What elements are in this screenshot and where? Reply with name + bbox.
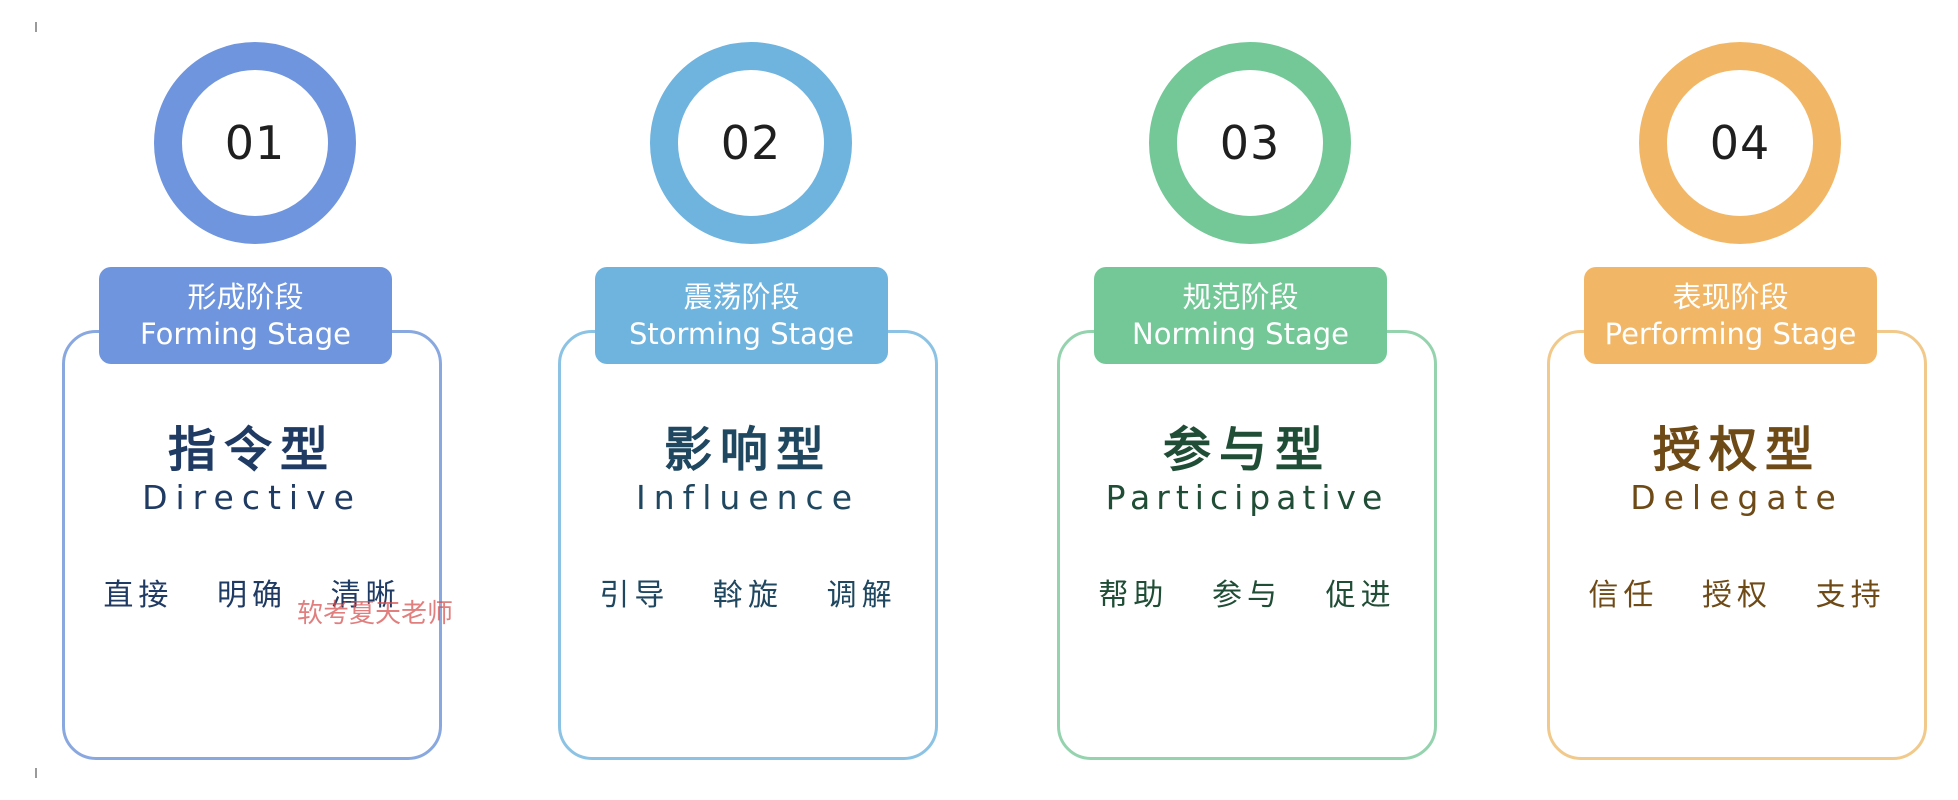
stage-storming: 震荡阶段 Storming Stage 02 影响型 Influence 引导 … xyxy=(558,0,938,800)
leadership-style-zh: 授权型 xyxy=(1652,422,1821,478)
stage-name-zh: 表现阶段 xyxy=(1672,279,1789,314)
keyword: 调解 xyxy=(826,578,897,613)
edge-tick-top xyxy=(35,22,37,32)
stage-name-en: Performing Stage xyxy=(1604,316,1857,351)
stage-keywords: 帮助 参与 促进 xyxy=(1057,570,1437,614)
leadership-style-en: Influence xyxy=(635,478,860,517)
keyword: 直接 xyxy=(103,578,174,613)
stage-keywords: 引导 斡旋 调解 xyxy=(558,570,938,614)
keyword: 引导 xyxy=(599,578,670,613)
keyword: 清晰 xyxy=(330,578,401,613)
stage-name-zh: 震荡阶段 xyxy=(683,279,800,314)
stage-card xyxy=(558,330,938,760)
stage-card xyxy=(62,330,442,760)
stage-label-tab: 表现阶段 Performing Stage xyxy=(1584,267,1877,364)
keyword: 信任 xyxy=(1588,578,1659,613)
keyword: 支持 xyxy=(1815,578,1886,613)
leadership-style-zh: 指令型 xyxy=(167,422,336,478)
stage-label-tab: 震荡阶段 Storming Stage xyxy=(595,267,888,364)
keyword: 授权 xyxy=(1702,578,1772,613)
stage-name-zh: 规范阶段 xyxy=(1182,279,1299,314)
leadership-style-en: Directive xyxy=(142,478,362,517)
stage-number-ring: 01 xyxy=(154,42,356,244)
stage-name-en: Norming Stage xyxy=(1132,316,1349,351)
stage-number: 03 xyxy=(1219,116,1281,170)
keyword: 促进 xyxy=(1325,578,1396,613)
stage-name-en: Forming Stage xyxy=(140,316,351,351)
stage-performing: 表现阶段 Performing Stage 04 授权型 Delegate 信任… xyxy=(1547,0,1927,800)
leadership-style-zh: 影响型 xyxy=(663,422,832,478)
watermark: 软考夏天老师 xyxy=(297,599,454,629)
stage-forming: 形成阶段 Forming Stage 01 指令型 Directive 直接 明… xyxy=(62,0,442,800)
stage-card xyxy=(1057,330,1437,760)
stage-number-ring: 04 xyxy=(1639,42,1841,244)
keyword: 斡旋 xyxy=(713,578,783,613)
stage-label-tab: 形成阶段 Forming Stage xyxy=(99,267,392,364)
leadership-style-en: Participative xyxy=(1105,478,1389,517)
stage-number-ring: 02 xyxy=(650,42,852,244)
stage-name-en: Storming Stage xyxy=(628,316,855,351)
stage-number: 04 xyxy=(1709,116,1771,170)
stage-card xyxy=(1547,330,1927,760)
stage-number: 01 xyxy=(224,116,286,170)
edge-tick-bottom xyxy=(35,768,37,778)
keyword: 明确 xyxy=(217,578,287,613)
stage-name-zh: 形成阶段 xyxy=(187,279,304,314)
stage-label-tab: 规范阶段 Norming Stage xyxy=(1094,267,1387,364)
keyword: 帮助 xyxy=(1098,578,1169,613)
leadership-style-en: Delegate xyxy=(1630,478,1844,517)
stage-keywords: 直接 明确 清晰 xyxy=(62,570,442,614)
leadership-style-zh: 参与型 xyxy=(1162,422,1331,478)
stage-keywords: 信任 授权 支持 xyxy=(1547,570,1927,614)
keyword: 参与 xyxy=(1212,578,1282,613)
stage-number: 02 xyxy=(720,116,782,170)
stage-number-ring: 03 xyxy=(1149,42,1351,244)
stage-norming: 规范阶段 Norming Stage 03 参与型 Participative … xyxy=(1057,0,1437,800)
